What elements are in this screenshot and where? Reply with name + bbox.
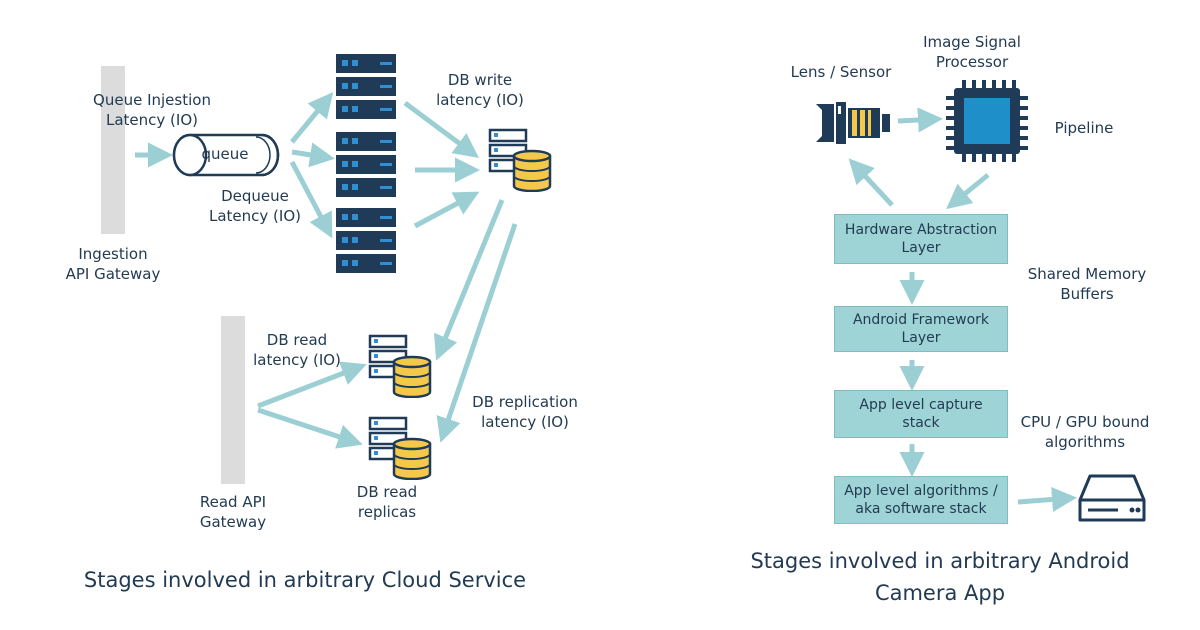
cloud-service-caption: Stages involved in arbitrary Cloud Servi… (83, 568, 527, 592)
storage-drive-icon (1078, 474, 1146, 522)
server-rack-icon (336, 54, 396, 119)
arrow-server3-to-db (413, 191, 480, 229)
processor-chip-icon (946, 80, 1028, 162)
database-server-icon (368, 334, 432, 398)
arrow-readgw-to-replica2 (257, 407, 363, 449)
arrow-server1-to-db (403, 100, 480, 158)
arrow-queue-to-server3 (289, 160, 333, 239)
arrow-hal-to-lens (848, 158, 894, 207)
algorithms-box: App level algorithms /aka software stack (834, 476, 1008, 524)
arrow-db-to-replica1 (434, 199, 505, 361)
arrow-lens-to-isp (897, 107, 943, 133)
arrow-db-to-replica2 (436, 223, 518, 443)
arrow-algorithms-to-storage (1017, 487, 1077, 512)
server-rack-icon (336, 208, 396, 273)
arrow-queue-to-server1 (290, 92, 334, 144)
lens-sensor-label: Lens / Sensor (790, 63, 892, 81)
queue-cylinder-icon (172, 133, 280, 177)
ingestion-api-gateway-bar (101, 66, 125, 234)
arrow-readgw-to-replica1 (257, 361, 367, 409)
database-server-icon (368, 416, 432, 480)
arrow-queue-to-server2 (291, 142, 335, 168)
pipeline-label: Pipeline (1054, 119, 1114, 137)
camera-lens-icon (816, 102, 890, 144)
server-rack-icon (336, 132, 396, 197)
read-api-gateway-bar (221, 316, 245, 484)
arrow-isp-to-hal (946, 173, 990, 210)
database-server-icon (488, 128, 552, 192)
queue-label: queue (201, 145, 249, 163)
